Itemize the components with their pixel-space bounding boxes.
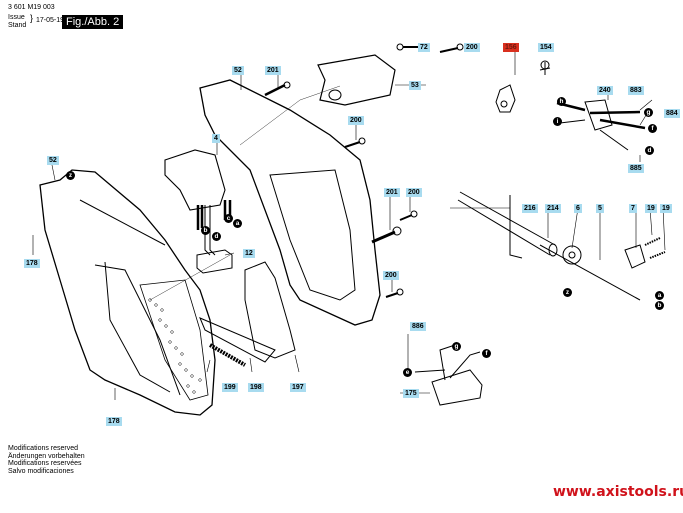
- wire-marker-f: f: [648, 124, 657, 133]
- website-link[interactable]: www.axistools.ru: [553, 484, 683, 500]
- part-label-6[interactable]: 6: [574, 204, 582, 213]
- brace: }: [30, 13, 34, 23]
- wire-marker-d: d: [212, 232, 221, 241]
- part-label-52[interactable]: 52: [232, 66, 244, 75]
- grip-texture: [148, 298, 202, 394]
- housing-shell-right: [199, 79, 381, 326]
- part-label-175[interactable]: 175: [403, 389, 419, 398]
- wire-marker-d2: d: [645, 146, 654, 155]
- wire-marker-c: c: [224, 214, 233, 223]
- part-label-216[interactable]: 216: [522, 204, 538, 213]
- part-label-884[interactable]: 884: [664, 109, 680, 118]
- part-label-4[interactable]: 4: [212, 134, 220, 143]
- wire-marker-i: i: [553, 117, 562, 126]
- document-number: 3 601 M19 003: [8, 4, 55, 11]
- part-label-885[interactable]: 885: [628, 164, 644, 173]
- wire-marker-a: a: [233, 219, 242, 228]
- switch: [164, 149, 226, 211]
- part-label-200-d[interactable]: 200: [383, 271, 399, 280]
- part-label-19-b[interactable]: 19: [660, 204, 672, 213]
- wire-marker-h: h: [557, 97, 566, 106]
- wire-marker-z2: z: [563, 288, 572, 297]
- issue-date: 17-05-19: [36, 17, 65, 24]
- part-label-199[interactable]: 199: [222, 383, 238, 392]
- footer-notes: Modifications reserved Änderungen vorbeh…: [8, 445, 85, 475]
- wire-marker-e: e: [403, 368, 412, 377]
- part-label-178-b[interactable]: 178: [106, 417, 122, 426]
- part-label-883[interactable]: 883: [628, 86, 644, 95]
- part-label-12[interactable]: 12: [243, 249, 255, 258]
- wire-marker-z: z: [66, 171, 75, 180]
- top-cover: [317, 54, 396, 106]
- part-label-72[interactable]: 72: [418, 43, 430, 52]
- cable-clip: [495, 84, 516, 113]
- footer-line-en: Modifications reserved: [8, 445, 79, 452]
- part-label-197[interactable]: 197: [290, 383, 306, 392]
- part-label-5[interactable]: 5: [596, 204, 604, 213]
- footer-line-de: Änderungen vorbehalten: [8, 452, 85, 460]
- part-label-201[interactable]: 201: [265, 66, 281, 75]
- part-label-200[interactable]: 200: [464, 43, 480, 52]
- wire-marker-g2: g: [452, 342, 461, 351]
- part-label-154[interactable]: 154: [538, 43, 554, 52]
- issue-label: Issue: [8, 14, 25, 21]
- footer-line-es: Salvo modificaciones: [8, 467, 74, 475]
- part-label-240[interactable]: 240: [597, 86, 613, 95]
- part-label-7[interactable]: 7: [629, 204, 637, 213]
- figure-title: Fig./Abb. 2: [62, 15, 124, 29]
- part-label-53[interactable]: 53: [409, 81, 421, 90]
- wire-marker-f2: f: [482, 349, 491, 358]
- part-label-178[interactable]: 178: [24, 259, 40, 268]
- part-label-886[interactable]: 886: [410, 322, 426, 331]
- wire-marker-a2: a: [655, 291, 664, 300]
- stand-label: Stand: [8, 22, 27, 29]
- part-label-214[interactable]: 214: [545, 204, 561, 213]
- wire-marker-b2: b: [655, 301, 664, 310]
- wire-marker-g: g: [644, 108, 653, 117]
- part-label-200-b[interactable]: 200: [348, 116, 364, 125]
- trigger: [244, 261, 296, 359]
- wire-marker-b: b: [201, 226, 210, 235]
- part-label-52-b[interactable]: 52: [47, 156, 59, 165]
- part-label-156-highlighted[interactable]: 156: [503, 43, 519, 52]
- tube: [457, 191, 556, 256]
- part-label-19[interactable]: 19: [645, 204, 657, 213]
- part-label-200-c[interactable]: 200: [406, 188, 422, 197]
- footer-line-fr: Modifications reservées: [8, 460, 82, 467]
- housing-shell-left: [39, 169, 216, 416]
- part-label-198[interactable]: 198: [248, 383, 264, 392]
- part-label-201-b[interactable]: 201: [384, 188, 400, 197]
